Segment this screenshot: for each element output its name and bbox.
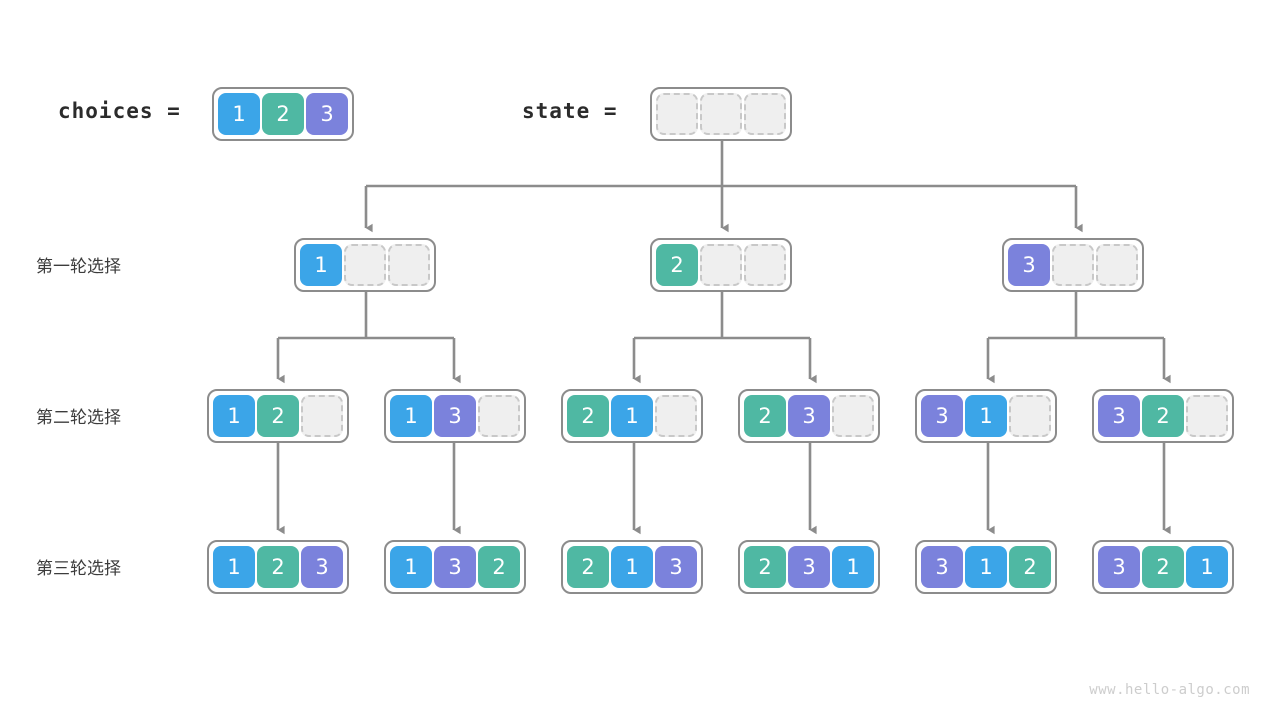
round1-node-1-cell-1 xyxy=(344,244,386,286)
round2-node-1-cell-1: 2 xyxy=(257,395,299,437)
round1-node-1: 1 xyxy=(294,238,436,292)
state-cell-1 xyxy=(700,93,742,135)
round3-node-3-cell-0: 2 xyxy=(567,546,609,588)
round1-node-1-cell-0: 1 xyxy=(300,244,342,286)
round2-node-6-cell-1: 2 xyxy=(1142,395,1184,437)
round3-node-4-cell-2: 1 xyxy=(832,546,874,588)
round3-node-1-cell-1: 2 xyxy=(257,546,299,588)
round2-node-4-cell-2 xyxy=(832,395,874,437)
round2-node-2-cell-1: 3 xyxy=(434,395,476,437)
round3-node-5-cell-2: 2 xyxy=(1009,546,1051,588)
round3-node-6-cell-1: 2 xyxy=(1142,546,1184,588)
round3-node-4-cell-1: 3 xyxy=(788,546,830,588)
round2-node-3-cell-2 xyxy=(655,395,697,437)
round3-node-2-cell-2: 2 xyxy=(478,546,520,588)
row-label-round3: 第三轮选择 xyxy=(36,559,121,579)
round1-node-3: 3 xyxy=(1002,238,1144,292)
state-cell-0 xyxy=(656,93,698,135)
state-array xyxy=(650,87,792,141)
round2-node-1-cell-2 xyxy=(301,395,343,437)
round2-node-4-cell-0: 2 xyxy=(744,395,786,437)
round3-node-3-cell-1: 1 xyxy=(611,546,653,588)
round2-node-2-cell-0: 1 xyxy=(390,395,432,437)
round3-node-6-cell-0: 3 xyxy=(1098,546,1140,588)
round3-node-1-cell-0: 1 xyxy=(213,546,255,588)
round1-node-3-cell-2 xyxy=(1096,244,1138,286)
row-label-round1: 第一轮选择 xyxy=(36,257,121,277)
round3-node-6-cell-2: 1 xyxy=(1186,546,1228,588)
round3-node-2-cell-1: 3 xyxy=(434,546,476,588)
round1-node-2: 2 xyxy=(650,238,792,292)
round1-node-3-cell-0: 3 xyxy=(1008,244,1050,286)
round2-node-4-cell-1: 3 xyxy=(788,395,830,437)
choices-label: choices = xyxy=(58,99,181,123)
round1-node-2-cell-0: 2 xyxy=(656,244,698,286)
round3-node-5-cell-0: 3 xyxy=(921,546,963,588)
round2-node-5-cell-0: 3 xyxy=(921,395,963,437)
round3-node-4-cell-0: 2 xyxy=(744,546,786,588)
round2-node-6-cell-2 xyxy=(1186,395,1228,437)
round2-node-5-cell-2 xyxy=(1009,395,1051,437)
round2-node-3-cell-0: 2 xyxy=(567,395,609,437)
round1-node-2-cell-2 xyxy=(744,244,786,286)
round1-node-1-cell-2 xyxy=(388,244,430,286)
choices-cell-2: 3 xyxy=(306,93,348,135)
round2-node-3-cell-1: 1 xyxy=(611,395,653,437)
round3-node-5-cell-1: 1 xyxy=(965,546,1007,588)
round2-node-1-cell-0: 1 xyxy=(213,395,255,437)
round3-node-1-cell-2: 3 xyxy=(301,546,343,588)
round2-node-5-cell-1: 1 xyxy=(965,395,1007,437)
choices-cell-0: 1 xyxy=(218,93,260,135)
state-cell-2 xyxy=(744,93,786,135)
round3-node-2-cell-0: 1 xyxy=(390,546,432,588)
round3-node-3-cell-2: 3 xyxy=(655,546,697,588)
state-label: state = xyxy=(522,99,618,123)
row-label-round2: 第二轮选择 xyxy=(36,408,121,428)
choices-cell-1: 2 xyxy=(262,93,304,135)
round2-node-2-cell-2 xyxy=(478,395,520,437)
round1-node-2-cell-1 xyxy=(700,244,742,286)
watermark: www.hello-algo.com xyxy=(1089,682,1250,698)
round2-node-6-cell-0: 3 xyxy=(1098,395,1140,437)
round1-node-3-cell-1 xyxy=(1052,244,1094,286)
